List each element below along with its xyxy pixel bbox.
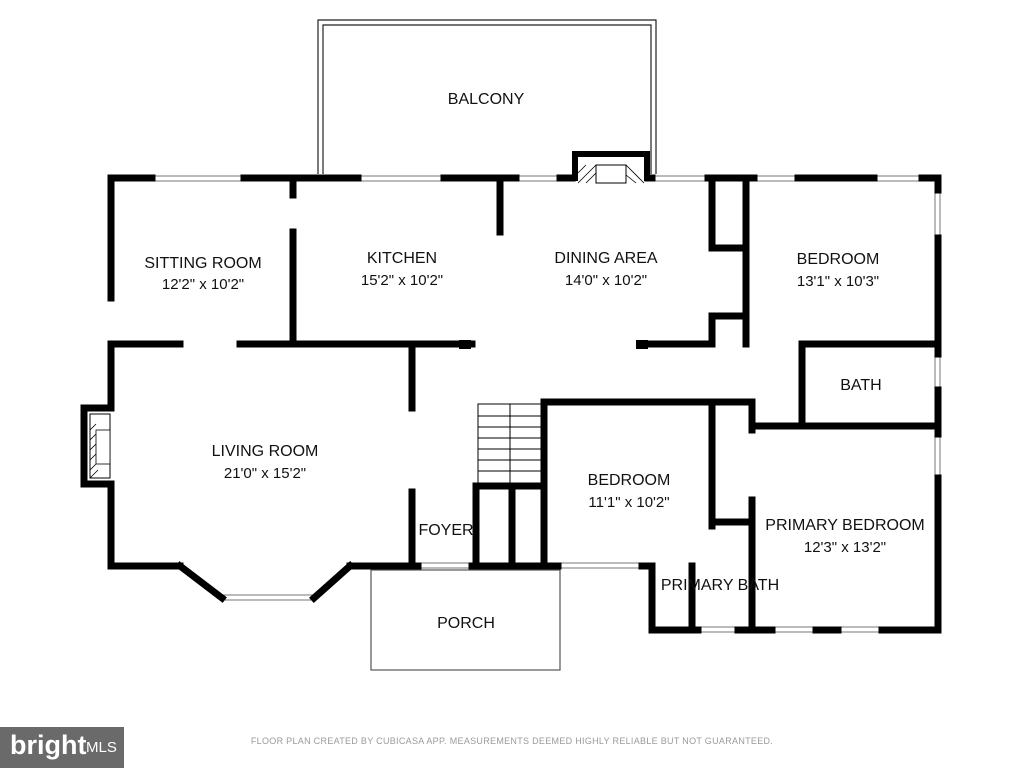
stairs [477,403,543,485]
room-label-living-room: LIVING ROOM [212,443,319,460]
porch-outline [370,569,561,671]
room-label-sitting-room: SITTING ROOM [144,255,261,272]
room-label-primary-bedroom: PRIMARY BEDROOM [765,517,924,534]
walls [80,174,942,634]
room-label-bedroom-1: BEDROOM [797,251,880,268]
room-dims-bedroom-2: 11'1" x 10'2" [588,494,669,511]
logo-word: bright [10,730,87,760]
fireplace [89,413,111,479]
room-dims-sitting-room: 12'2" x 10'2" [162,276,244,293]
room-label-porch: PORCH [437,615,495,632]
room-dims-primary-bedroom: 12'3" x 13'2" [804,539,886,556]
bright-mls-logo: bright MLS [0,727,124,768]
room-labels: BALCONY SITTING ROOM 12'2" x 10'2" KITCH… [144,91,924,632]
balcony-outline [317,19,657,174]
room-label-dining-area: DINING AREA [554,250,657,267]
room-label-primary-bath: PRIMARY BATH [661,577,779,594]
room-dims-bedroom-1: 13'1" x 10'3" [797,273,879,290]
room-label-foyer: FOYER [418,522,473,539]
room-label-bath: BATH [840,377,881,394]
room-label-bedroom-2: BEDROOM [588,472,671,489]
room-dims-dining-area: 14'0" x 10'2" [565,272,647,289]
room-label-kitchen: KITCHEN [367,250,437,267]
room-dims-kitchen: 15'2" x 10'2" [361,272,443,289]
room-label-balcony: BALCONY [448,91,525,108]
room-dims-living-room: 21'0" x 15'2" [224,465,306,482]
wall-posts [459,340,648,349]
chimney [572,151,650,184]
disclaimer-text: FLOOR PLAN CREATED BY CUBICASA APP. MEAS… [250,736,774,746]
logo-suffix: MLS [86,739,117,756]
